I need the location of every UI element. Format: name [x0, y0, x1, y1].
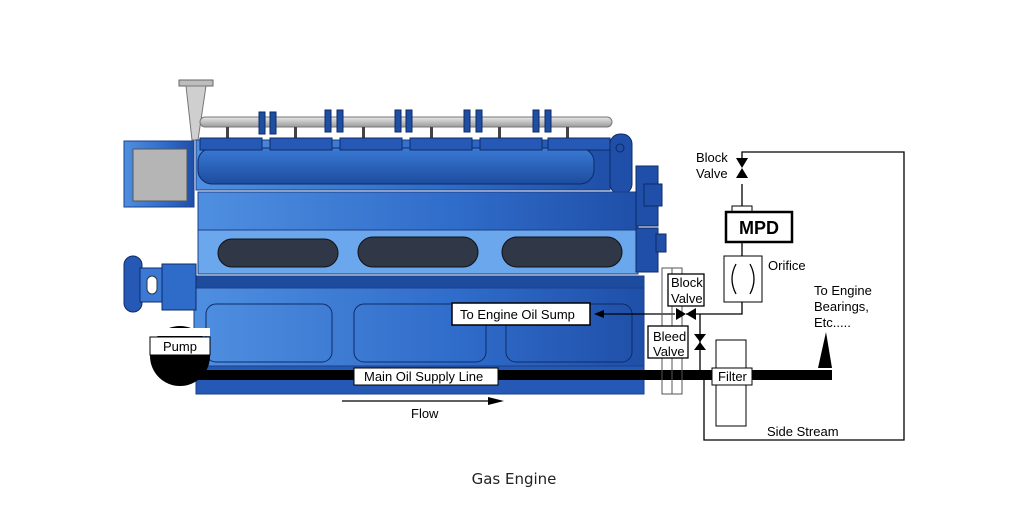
inspection-port-3 — [501, 236, 623, 268]
block-valve-side-label-1: Block — [671, 275, 703, 290]
side-stream-label: Side Stream — [767, 424, 839, 439]
pump-label: Pump — [163, 339, 197, 354]
main-oil-supply-pipe — [180, 370, 832, 380]
to-engine-bearings-label-3: Etc..... — [814, 315, 851, 330]
injectors — [258, 109, 552, 135]
orifice-box — [723, 255, 763, 303]
head-bosses — [199, 137, 611, 151]
manifold-studs — [226, 127, 569, 139]
filter-label-box — [711, 367, 753, 386]
inspection-port-1 — [217, 238, 339, 268]
flow-label: Flow — [411, 406, 439, 421]
main-oil-supply-box — [353, 367, 499, 386]
block-valve-side — [676, 308, 696, 320]
main-oil-supply-line-label: Main Oil Supply Line — [364, 369, 483, 384]
bleed-valve-box — [647, 325, 689, 359]
head-covers — [197, 147, 595, 185]
to-engine-oil-sump-box — [451, 302, 591, 326]
block-valve-top — [736, 158, 748, 178]
bleed-valve-label-1: Bleed — [653, 329, 686, 344]
mpd-label: MPD — [739, 218, 779, 238]
bleed-valve-label-2: Valve — [653, 344, 685, 359]
crankcase-door-2 — [353, 303, 487, 363]
filter-label: Filter — [718, 369, 748, 384]
engine-accessories — [635, 165, 667, 273]
orifice-label: Orifice — [768, 258, 806, 273]
to-engine-bearings-label-1: To Engine — [814, 283, 872, 298]
side-stream-line — [703, 151, 905, 441]
inspection-port-2 — [357, 236, 479, 268]
sump-arrowhead — [594, 310, 604, 318]
exhaust-stack — [185, 85, 207, 141]
pump-label-box — [149, 336, 211, 356]
orifice-symbol — [731, 263, 755, 295]
engine-block-upper — [197, 191, 639, 231]
bearings-outlet-arrow — [818, 332, 832, 368]
to-engine-oil-sump-label: To Engine Oil Sump — [460, 307, 575, 322]
flywheel-housing — [609, 133, 633, 195]
starter-motor — [123, 255, 143, 313]
air-intake-window — [132, 148, 188, 202]
block-valve-side-label-2: Valve — [671, 291, 703, 306]
flow-arrowhead — [488, 397, 504, 405]
mpd-box — [724, 210, 794, 244]
bleed-valve — [694, 334, 706, 350]
block-valve-side-box — [667, 273, 705, 307]
to-engine-bearings-label-2: Bearings, — [814, 299, 869, 314]
diagram-caption: Gas Engine — [472, 470, 557, 488]
block-valve-top-label-1: Block — [696, 150, 728, 165]
exhaust-cap — [178, 79, 214, 87]
block-valve-top-label-2: Valve — [696, 166, 728, 181]
